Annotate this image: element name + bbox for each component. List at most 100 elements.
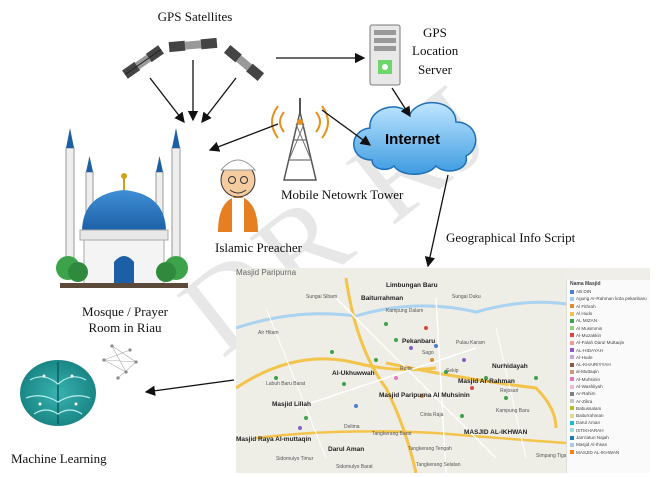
legend-item[interactable]: Al-Washliyah — [567, 383, 650, 390]
legend-item[interactable]: MASJID AL-IKHWAN — [567, 449, 650, 456]
arrow-sat-left-to-mosque — [149, 77, 185, 124]
map-place: Sidomulyo Barat — [336, 464, 373, 470]
legend-swatch — [570, 428, 574, 433]
preacher-icon — [218, 159, 258, 232]
legend-item[interactable]: ISTIKHARAH — [567, 427, 650, 434]
legend-label: Agung Ar-Rahman kota pekanbaru — [576, 296, 647, 302]
legend-item[interactable]: AL-HIDAYAH — [567, 346, 650, 353]
legend-label: al-Muttaqin — [576, 369, 599, 375]
legend-item[interactable]: Al-Falah Darul Muttaqin — [567, 339, 650, 346]
map-place: Simpang Tiga — [536, 453, 567, 459]
legend-swatch — [570, 450, 574, 455]
legend-item[interactable]: Babussalam — [567, 405, 650, 412]
legend-label: Al Fithrah — [576, 303, 596, 309]
map-place: Sago — [422, 350, 434, 356]
legend-label: Ar-Zikra — [576, 398, 593, 404]
legend-label: Babussalam — [576, 405, 602, 411]
map-place: Rintis — [400, 366, 413, 372]
mosque-icon — [56, 128, 188, 288]
legend-item[interactable]: Jam'iatun Najah — [567, 434, 650, 441]
legend-label: AL-KHAIRIYYAH — [576, 362, 611, 368]
legend-swatch — [570, 326, 574, 331]
arrow-server-to-internet — [391, 87, 411, 118]
legend-item[interactable]: Al Hudo — [567, 310, 650, 317]
satellite-icon-left — [122, 45, 164, 79]
map-place: Cinta Raja — [420, 412, 444, 418]
map-place: Sidomulyo Timur — [276, 456, 314, 462]
map-place: Limbungan Baru — [386, 282, 438, 289]
legend-swatch — [570, 435, 574, 440]
legend-label: Ar-Rahim — [576, 391, 596, 397]
legend-swatch — [570, 420, 574, 425]
map-place: Sekip — [446, 368, 459, 374]
legend-swatch — [570, 413, 574, 418]
map-place: Baiturrahman — [361, 295, 404, 302]
mosque-label-line2: Room in Riau — [88, 320, 162, 335]
satellite-icon-center — [168, 37, 218, 53]
legend-label: AB DIN — [576, 289, 592, 295]
mosque-map[interactable]: Masjid Paripurna Limbungan Baru Baiturra… — [236, 268, 650, 473]
map-place: Tangkerang Selatan — [416, 462, 461, 468]
map-place: Masjid Ar-Rahman — [458, 378, 515, 385]
mobile-tower-label: Mobile Netowrk Tower — [281, 187, 404, 202]
legend-swatch — [570, 384, 574, 389]
map-place: Tangkerang Barat — [372, 431, 412, 437]
arrow-map-to-ml — [144, 379, 235, 396]
map-place: Air Hitam — [258, 330, 279, 336]
legend-item[interactable]: Agung Ar-Rahman kota pekanbaru — [567, 295, 650, 302]
gps-server-label-line2: Location — [412, 43, 459, 58]
legend-item[interactable]: Al Fithrah — [567, 303, 650, 310]
internet-label: Internet — [385, 131, 441, 148]
map-roads — [236, 268, 567, 473]
legend-item[interactable]: AB DIN — [567, 288, 650, 295]
arrow-tower-to-mosque — [208, 123, 279, 152]
legend-label: Al-Muzakkin — [576, 332, 602, 338]
legend-item[interactable]: Al-Muzakkin — [567, 332, 650, 339]
internet-cloud-icon — [353, 101, 477, 175]
legend-swatch — [570, 348, 574, 353]
map-place: Masjid Lillah — [272, 401, 312, 408]
map-place: Kampung Dalam — [386, 308, 424, 314]
legend-label: Masjid Al-Ihsan — [576, 442, 608, 448]
gps-server-label-line3: Server — [418, 62, 452, 77]
legend-item[interactable]: Masjid Al-Ihsan — [567, 441, 650, 448]
legend-label: Jam'iatun Najah — [576, 435, 609, 441]
map-title: Masjid Paripurna — [236, 268, 297, 277]
legend-label: ISTIKHARAH — [576, 427, 604, 433]
legend-label: Al-Muhsinin — [576, 376, 600, 382]
legend-item[interactable]: Baiturrahman — [567, 412, 650, 419]
neural-network-icon — [102, 344, 138, 380]
legend-item[interactable]: AL-KHAIRIYYAH — [567, 361, 650, 368]
map-place: MASJID AL-IKHWAN — [464, 429, 528, 436]
geo-info-script-label: Geographical Info Script — [446, 230, 576, 245]
legend-item[interactable]: Al-Hude — [567, 354, 650, 361]
legend-item[interactable]: Al-Muhsinin — [567, 376, 650, 383]
legend-swatch — [570, 355, 574, 360]
map-place: Delima — [344, 424, 360, 430]
legend-item[interactable]: Al Musimmin — [567, 324, 650, 331]
legend-swatch — [570, 318, 574, 323]
map-place: Rejosari — [500, 388, 519, 394]
legend-label: Al Musimmin — [576, 325, 603, 331]
legend-item[interactable]: al-Muttaqin — [567, 368, 650, 375]
legend-label: Al-Washliyah — [576, 384, 603, 389]
legend-swatch — [570, 406, 574, 411]
map-place: Darul Aman — [328, 446, 365, 453]
islamic-preacher-label: Islamic Preacher — [215, 240, 302, 255]
legend-item[interactable]: Ar-Rahim — [567, 390, 650, 397]
arrow-tower-to-internet — [321, 109, 372, 146]
map-place: Pekanbaru — [402, 338, 436, 345]
legend-item[interactable]: Ar-Zikra — [567, 397, 650, 404]
legend-swatch — [570, 442, 574, 447]
brain-icon — [20, 360, 96, 426]
legend-item[interactable]: AL MIZAN — [567, 317, 650, 324]
map-place: Nurhidayah — [492, 363, 528, 370]
legend-label: Al Hudo — [576, 311, 593, 317]
legend-label: AL MIZAN — [576, 318, 598, 324]
legend-label: Al-Falah Darul Muttaqin — [576, 340, 625, 346]
legend-swatch — [570, 296, 574, 301]
legend-item[interactable]: Darul Aman — [567, 419, 650, 426]
legend-swatch — [570, 399, 574, 404]
map-place: Kampung Baru — [496, 408, 530, 414]
